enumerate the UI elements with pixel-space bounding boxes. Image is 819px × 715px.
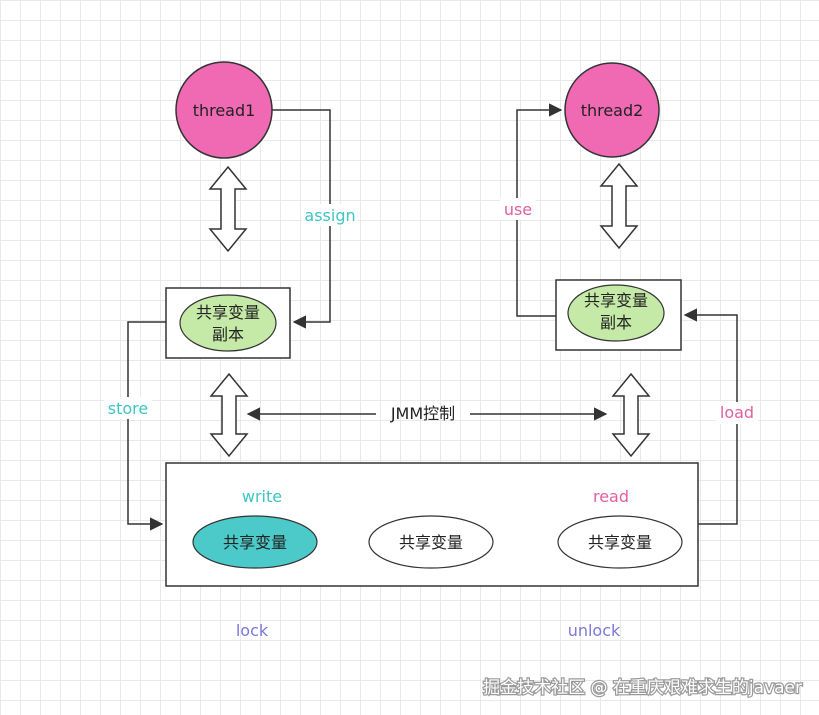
right-copy-line2: 副本 bbox=[600, 313, 632, 332]
left-copy-line2: 副本 bbox=[212, 325, 244, 344]
thread2-node: thread2 bbox=[564, 62, 660, 158]
watermark: 掘金技术社区 @ 在重庆艰难求生的javaer bbox=[483, 678, 802, 698]
double-arrow-copy-memory-right bbox=[611, 372, 651, 458]
double-arrow-thread1-copy bbox=[208, 165, 248, 253]
store-connector bbox=[127, 321, 166, 531]
read-label: read bbox=[593, 487, 629, 506]
unlock-label: unlock bbox=[568, 621, 621, 640]
thread1-label: thread1 bbox=[193, 101, 256, 120]
double-arrow-copy-memory-left bbox=[209, 372, 249, 458]
left-copy-line1: 共享变量 bbox=[196, 303, 260, 322]
thread1-node: thread1 bbox=[175, 61, 273, 159]
main-memory-box: 共享变量 共享变量 共享变量 write read bbox=[165, 462, 699, 587]
right-copy-box: 共享变量 副本 bbox=[555, 279, 682, 351]
jmm-control-label: JMM控制 bbox=[390, 404, 455, 423]
double-arrow-thread2-copy bbox=[599, 162, 639, 250]
lock-label: lock bbox=[236, 621, 269, 640]
right-copy-line1: 共享变量 bbox=[584, 291, 648, 310]
load-label: load bbox=[720, 403, 754, 422]
write-label: write bbox=[242, 487, 282, 506]
load-label-bg bbox=[716, 402, 758, 424]
main-var-1-label: 共享变量 bbox=[223, 533, 287, 552]
use-label-bg bbox=[500, 198, 536, 220]
assign-label: assign bbox=[304, 206, 355, 225]
main-var-3-label: 共享变量 bbox=[588, 533, 652, 552]
main-var-2-label: 共享变量 bbox=[399, 533, 463, 552]
thread2-label: thread2 bbox=[581, 101, 644, 120]
use-label: use bbox=[504, 200, 532, 219]
left-copy-box: 共享变量 副本 bbox=[165, 287, 291, 359]
store-label-bg bbox=[104, 397, 152, 419]
main-var-read bbox=[557, 515, 683, 569]
store-label: store bbox=[108, 399, 148, 418]
main-var-written bbox=[192, 515, 318, 569]
assign-label-bg bbox=[302, 204, 358, 226]
main-var-middle bbox=[368, 515, 494, 569]
